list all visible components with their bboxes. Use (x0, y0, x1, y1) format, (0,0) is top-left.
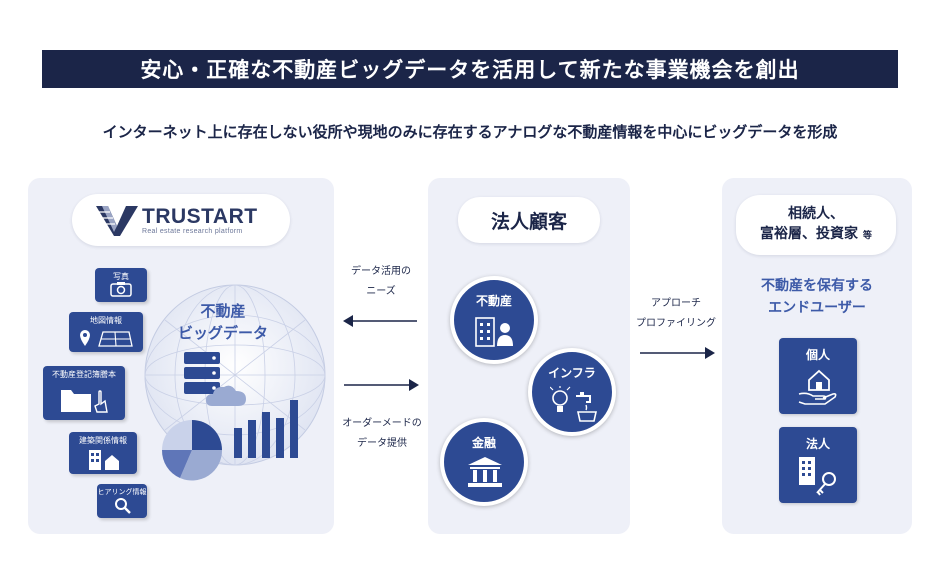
source-building-label: 建築関係情報 (79, 436, 127, 445)
end-user-title-main: 富裕層、投資家 (760, 226, 859, 242)
approach-label: アプローチ プロファイリング (636, 294, 716, 334)
client-finance: 金融 (440, 418, 528, 506)
end-user-title: 相続人、 富裕層、投資家 等 (736, 195, 896, 255)
source-interview: ヒアリング情報 (97, 484, 147, 518)
logo-tagline: Real estate research platform (142, 227, 243, 235)
end-user-title-line1: 相続人、 (788, 206, 844, 222)
end-user-individual-label: 個人 (805, 348, 830, 362)
building-key-icon (799, 457, 836, 496)
bar-chart-icon (234, 400, 298, 458)
source-map: 地図情報 (69, 312, 143, 352)
custom-data-label-line1: オーダーメードの (342, 418, 422, 429)
end-user-corporation: 法人 (779, 427, 857, 503)
trustart-logo: TRUSTART Real estate research platform (72, 194, 290, 246)
client-infrastructure-label: インフラ (548, 366, 596, 380)
arrow-left-icon (343, 315, 417, 327)
needs-label-line2: ニーズ (366, 286, 396, 297)
end-user-title-suffix: 等 (862, 231, 872, 241)
end-user-description-line2: エンドユーザー (768, 300, 866, 316)
end-user-description-line1: 不動産を保有する (761, 278, 873, 294)
house-hand-icon (798, 369, 837, 405)
bank-icon (468, 457, 502, 487)
arrow-right-icon-2 (640, 347, 715, 359)
page-title: 安心・正確な不動産ビッグデータを活用して新たな事業機会を創出 (42, 50, 898, 88)
bulb-faucet-icon (550, 386, 597, 422)
source-map-label: 地図情報 (90, 316, 122, 325)
needs-label-line1: データ活用の (351, 266, 411, 277)
source-registry: 不動産登記簿謄本 (43, 366, 125, 420)
source-photo-label: 写真 (113, 272, 129, 281)
custom-data-label-line2: データ提供 (357, 438, 407, 449)
server-cloud-icon (184, 352, 246, 406)
bigdata-label-line2: ビッグデータ (177, 324, 268, 342)
end-user-corporation-label: 法人 (805, 437, 830, 451)
pie-chart-icon (161, 420, 223, 481)
building-icon (89, 450, 119, 470)
client-real-estate: 不動産 (450, 276, 538, 364)
source-interview-label: ヒアリング情報 (97, 488, 147, 496)
needs-label: データ活用の ニーズ (340, 262, 422, 302)
end-user-title-line2: 富裕層、投資家 等 (760, 224, 872, 246)
office-person-icon (475, 317, 513, 347)
folder-icon (61, 390, 108, 413)
search-icon (115, 498, 131, 514)
map-icon (80, 330, 133, 347)
approach-label-line1: アプローチ (651, 298, 701, 309)
page-subtitle: インターネット上に存在しない役所や現地のみに存在するアナログな不動産情報を中心に… (102, 123, 838, 141)
bigdata-label: 不動産 ビッグデータ (168, 300, 278, 344)
corporate-client-title: 法人顧客 (458, 197, 600, 243)
end-user-individual: 個人 (779, 338, 857, 414)
client-finance-label: 金融 (471, 436, 496, 450)
end-user-description: 不動産を保有する エンドユーザー (722, 275, 912, 319)
arrow-right-icon (344, 379, 419, 391)
client-infrastructure: インフラ (528, 348, 616, 436)
logo-name: TRUSTART (142, 204, 258, 228)
approach-label-line2: プロファイリング (636, 318, 716, 329)
custom-data-label: オーダーメードの データ提供 (334, 414, 430, 454)
source-registry-label: 不動産登記簿謄本 (52, 370, 116, 379)
source-photo: 写真 (95, 268, 147, 302)
source-building: 建築関係情報 (69, 432, 137, 474)
bigdata-label-line1: 不動産 (200, 302, 246, 320)
camera-icon (110, 282, 132, 297)
client-real-estate-label: 不動産 (475, 294, 512, 308)
trustart-logo-mark-icon (96, 206, 138, 236)
